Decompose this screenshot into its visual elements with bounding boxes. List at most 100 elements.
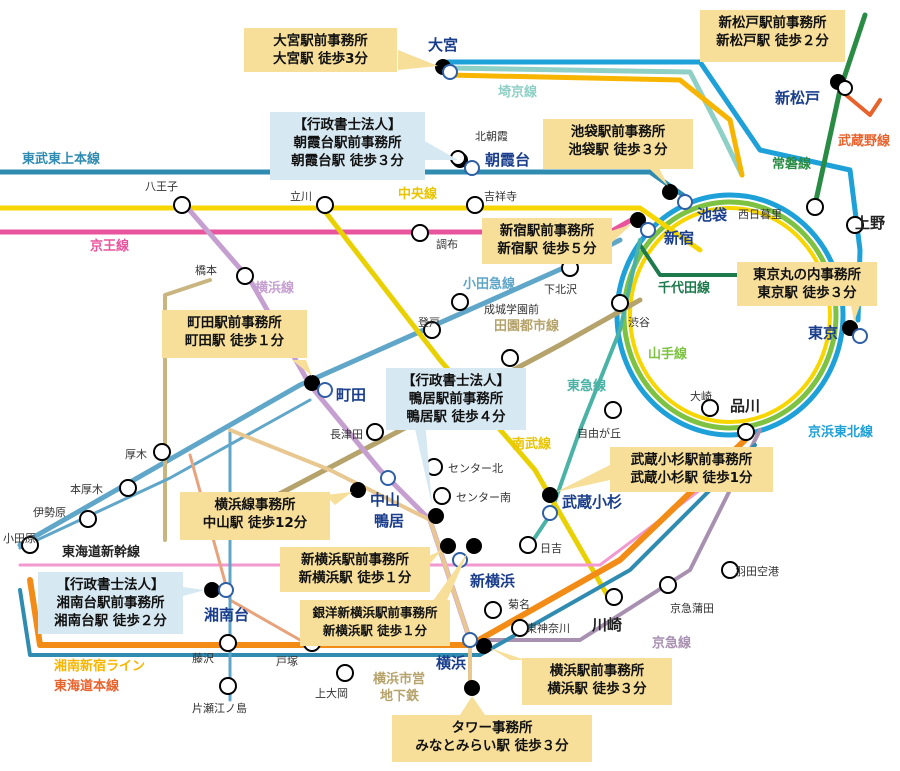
- station-marker-hashimoto: [236, 267, 254, 285]
- label-tokaido: 東海道本線: [54, 678, 120, 694]
- stn-nakayama: 中山: [370, 491, 400, 509]
- stn-atsugi: 厚木: [125, 448, 147, 461]
- shonan-shinjuku-north: [445, 72, 745, 178]
- office-kamoi-name: 鴨居駅前事務所: [408, 391, 504, 407]
- station-marker-otsuki: [701, 399, 719, 417]
- office-tower-access: みなとみらい駅 徒歩３分: [415, 738, 569, 754]
- office-machida[interactable]: 町田駅前事務所 町田駅 徒歩１分: [162, 310, 307, 358]
- stn-shibuya: 渋谷: [628, 316, 650, 329]
- stn-shimokitazawa: 下北沢: [544, 282, 577, 296]
- office-marker-machida: [304, 375, 320, 391]
- stn-honatsugi: 本厚木: [70, 482, 103, 496]
- pointer-omiya: [398, 50, 438, 70]
- office-ginyo-name: 銀洋新横浜駅前事務所: [312, 605, 438, 620]
- stn-kamiooka: 上大岡: [315, 686, 348, 700]
- station-marker-atsugi: [153, 443, 171, 461]
- station-marker-iseha: [79, 510, 97, 528]
- stn-asakadai: 朝霞台: [485, 151, 530, 169]
- office-tokyo[interactable]: 東京丸の内事務所 東京駅 徒歩３分: [737, 262, 877, 306]
- office-nakayama[interactable]: 横浜線事務所 中山駅 徒歩12分: [180, 492, 330, 540]
- station-marker-honatsugi: [119, 479, 137, 497]
- station-marker-odawara: [21, 536, 39, 554]
- office-marker-shonandai: [204, 582, 220, 598]
- office-tokyo-access: 東京駅 徒歩３分: [757, 285, 857, 301]
- office-tokyo-name: 東京丸の内事務所: [753, 267, 861, 283]
- office-ikebukuro-name: 池袋駅前事務所: [570, 124, 666, 140]
- office-ginyo-access: 新横浜駅 徒歩１分: [322, 623, 428, 638]
- keikyu-line: [478, 428, 762, 642]
- stn-odawara: 小田原: [3, 532, 36, 545]
- office-nakayama-name: 横浜線事務所: [214, 497, 296, 513]
- stn-noborito: 登戸: [418, 315, 440, 329]
- station-marker-shinmatsudo: [837, 80, 853, 96]
- label-keikyu: 京急線: [652, 635, 692, 651]
- station-marker-hachioji: [173, 196, 191, 214]
- office-shinmatsudo-name: 新松戸駅前事務所: [718, 15, 827, 31]
- station-marker-shinagawa: [737, 423, 755, 441]
- station-marker-shinjuku: [640, 222, 656, 238]
- office-omiya-name: 大宮駅前事務所: [273, 33, 368, 49]
- stn-haneda: 羽田空港: [735, 564, 779, 578]
- pointer-ginyo: [430, 552, 468, 605]
- office-shinjuku[interactable]: 新宿駅前事務所 新宿駅 徒歩５分: [482, 218, 612, 264]
- office-asakadai[interactable]: 【行政書士法人】 朝霞台駅前事務所 朝霞台駅 徒歩３分: [270, 112, 425, 180]
- stn-hashimoto: 橋本: [195, 263, 217, 277]
- office-machida-name: 町田駅前事務所: [187, 315, 282, 331]
- office-tower-name: タワー事務所: [451, 720, 533, 736]
- station-marker-jiyugaoka: [604, 401, 622, 419]
- stn-shinjuku: 新宿: [664, 229, 694, 247]
- office-shinjuku-name: 新宿駅前事務所: [499, 223, 595, 239]
- office-shinyokohama-name: 新横浜駅前事務所: [301, 552, 409, 568]
- label-tobu-tojo: 東武東上本線: [22, 151, 101, 167]
- pointer-machida: [292, 360, 312, 376]
- stn-otsuki: 大崎: [690, 389, 712, 403]
- label-joban: 常磐線: [772, 156, 812, 172]
- stn-kitaasaka: 北朝霞: [475, 130, 508, 143]
- office-nakayama-access: 中山駅 徒歩12分: [202, 515, 308, 531]
- label-chiyoda: 千代田線: [658, 280, 711, 296]
- station-marker-kichijoji: [466, 196, 484, 214]
- stn-jiyugaoka: 自由が丘: [577, 426, 621, 440]
- office-ikebukuro[interactable]: 池袋駅前事務所 池袋駅 徒歩３分: [543, 119, 693, 169]
- label-den-en: 田園都市線: [494, 318, 560, 334]
- station-marker-nakayama: [380, 470, 396, 486]
- office-shinyokohama[interactable]: 新横浜駅前事務所 新横浜駅 徒歩１分: [280, 547, 430, 592]
- station-marker-ikebukuro: [677, 194, 693, 210]
- office-kamoi-corp: 【行政書士法人】: [402, 373, 510, 389]
- office-omiya[interactable]: 大宮駅前事務所 大宮駅 徒歩3分: [244, 28, 397, 72]
- station-marker-den-en: [501, 349, 519, 367]
- office-asakadai-corp: 【行政書士法人】: [293, 117, 402, 133]
- stn-yokohama: 横浜: [436, 654, 466, 672]
- station-marker-chofu: [411, 224, 429, 242]
- office-kamoi[interactable]: 【行政書士法人】 鴨居駅前事務所 鴨居駅 徒歩４分: [386, 368, 526, 430]
- label-musashino: 武蔵野線: [838, 133, 891, 149]
- office-marker-yokohama: [476, 638, 492, 654]
- station-marker-fujisawa: [219, 634, 237, 652]
- label-shonan-shinjuku: 湘南新宿ライン: [54, 658, 145, 674]
- office-musashikosugi[interactable]: 武蔵小杉駅前事務所 武蔵小杉駅 徒歩1分: [610, 447, 773, 492]
- stn-iseha: 伊勢原: [33, 505, 66, 519]
- label-yokohama: 横浜線: [255, 280, 295, 296]
- station-marker-haneda: [721, 561, 739, 579]
- line-labels: 埼京線 東武東上本線 中央線 京王線 小田急線 横浜線 田園都市線 東急線 南武…: [22, 84, 891, 704]
- station-marker-kikuna: [484, 601, 502, 619]
- station-marker-kawasaki: [605, 588, 623, 606]
- office-ginyo-shinyokohama[interactable]: 銀洋新横浜駅前事務所 新横浜駅 徒歩１分: [300, 600, 450, 646]
- label-chuo: 中央線: [398, 186, 438, 202]
- stn-tachikawa: 立川: [290, 189, 312, 203]
- stn-shonandai: 湘南台: [204, 606, 249, 624]
- stn-nishinippori: 西日暮里: [738, 207, 782, 221]
- office-tower[interactable]: タワー事務所 みなとみらい駅 徒歩３分: [392, 715, 592, 762]
- office-shinmatsudo[interactable]: 新松戸駅前事務所 新松戸駅 徒歩２分: [700, 10, 845, 62]
- office-yokohama[interactable]: 横浜駅前事務所 横浜駅 徒歩３分: [522, 658, 672, 705]
- shonan-shinjuku-south: [18, 458, 742, 567]
- stn-shinyokohama: 新横浜: [470, 572, 515, 590]
- office-yokohama-access: 横浜駅 徒歩３分: [547, 681, 647, 697]
- stn-ikebukuro: 池袋: [697, 206, 728, 224]
- office-shonandai[interactable]: 【行政書士法人】 湘南台駅前事務所 湘南台駅 徒歩２分: [38, 572, 183, 634]
- stn-hachioji: 八王子: [145, 180, 178, 193]
- station-marker-tokyo: [852, 328, 868, 344]
- station-marker-ueno: [846, 216, 864, 234]
- office-marker-shinjuku: [630, 212, 646, 228]
- station-marker-shonandai: [218, 582, 234, 598]
